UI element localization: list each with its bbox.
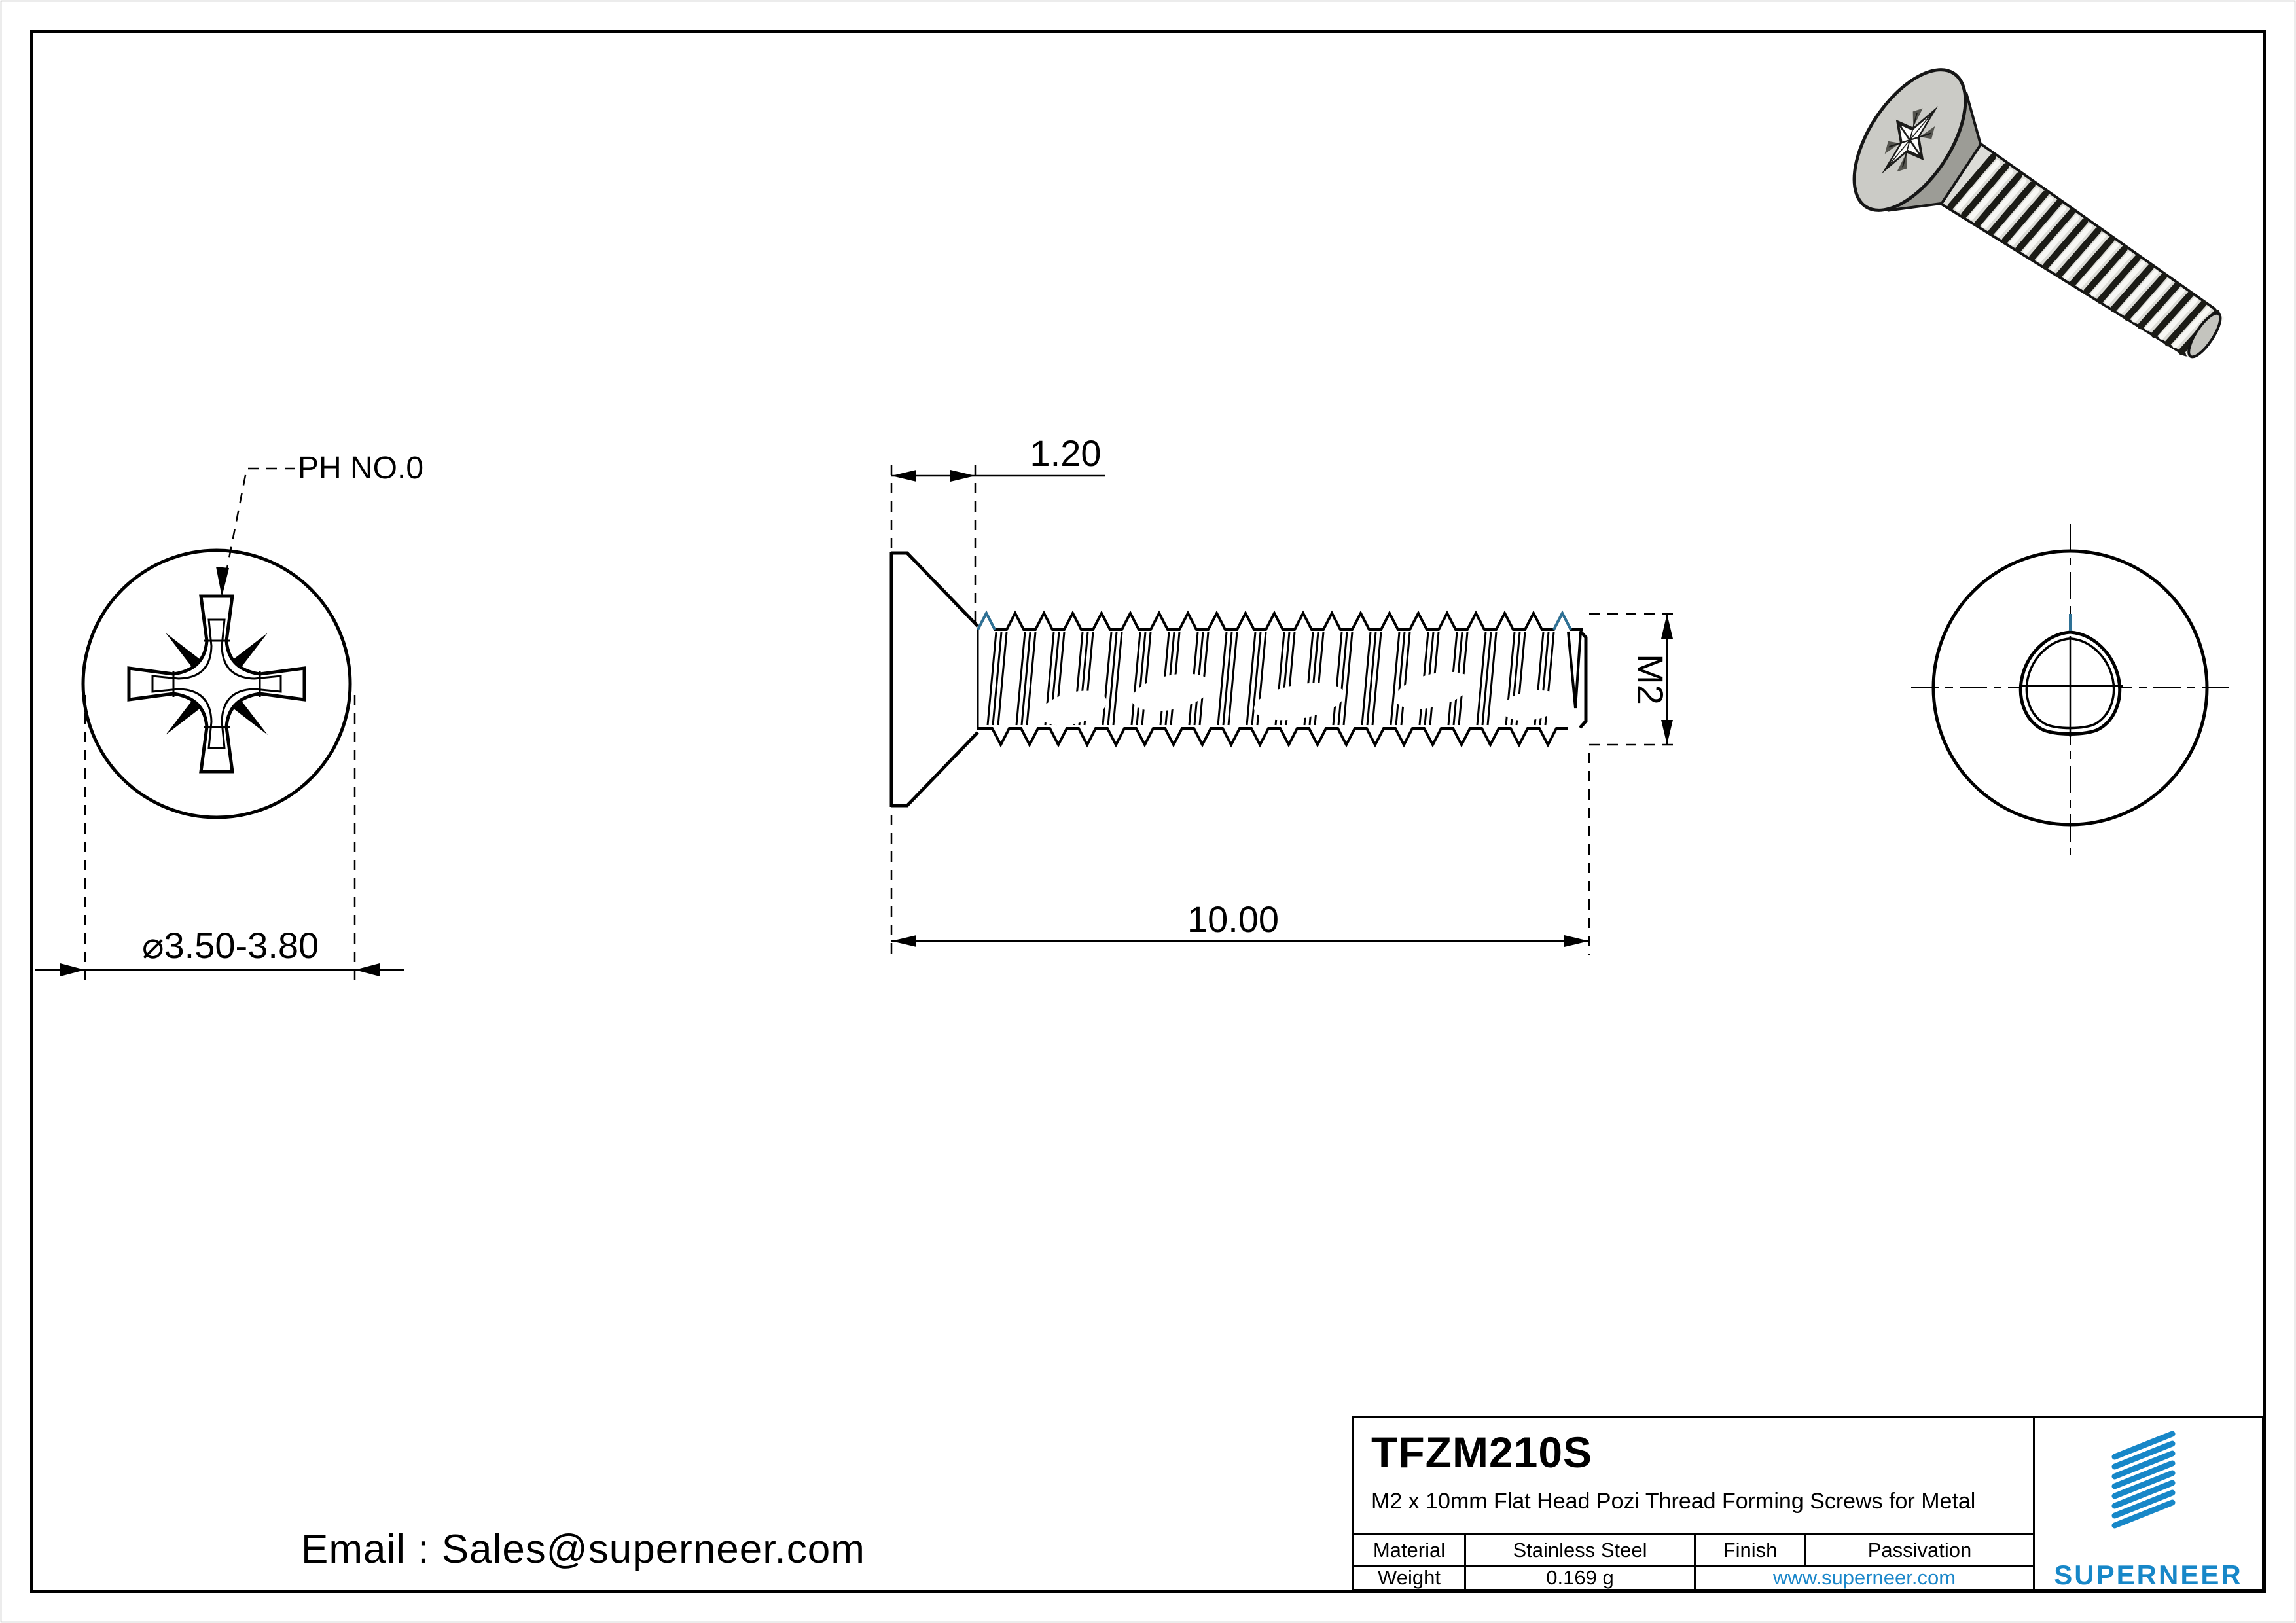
side-view-screw: 1.20 10.00 M2 [889, 433, 1678, 955]
thread-highlight [1040, 671, 1562, 726]
superneer-logo-icon [2111, 1431, 2176, 1529]
brand-name: SUPERNEER [2054, 1560, 2243, 1590]
pozi-recess-3d-icon [1881, 106, 1939, 174]
part-number: TFZM210S [1371, 1428, 1593, 1476]
head-diameter-dimension: ⌀3.50-3.80 [35, 695, 404, 980]
material-value-cell: Stainless Steel [1464, 1535, 1694, 1565]
leader-arrow [216, 567, 229, 597]
table-divider [1354, 1533, 2033, 1535]
thread-flanks [986, 632, 1555, 726]
title-block: TFZM210S M2 x 10mm Flat Head Pozi Thread… [1352, 1416, 2265, 1592]
thread-crest-bottom [978, 727, 1568, 748]
material-label-cell: Material [1372, 1538, 1446, 1561]
contact-email: Email : Sales@superneer.com [301, 1527, 865, 1572]
thread-start-accent [977, 610, 996, 630]
length-text: 10.00 [1187, 899, 1279, 940]
head-outline-circle [81, 548, 352, 819]
drive-label: PH NO.0 [298, 451, 423, 486]
part-description: M2 x 10mm Flat Head Pozi Thread Forming … [1371, 1489, 1976, 1514]
finish-value-cell: Passivation [1804, 1535, 2033, 1565]
website-link[interactable]: www.superneer.com [1694, 1567, 2033, 1589]
finish-label-cell: Finish [1694, 1535, 1804, 1565]
thread-end-accent [1552, 610, 1572, 630]
screw-tip-edge [1579, 630, 1588, 729]
table-divider [1354, 1565, 2033, 1567]
drawing-border [30, 30, 2266, 1593]
head-diameter-text: ⌀3.50-3.80 [142, 925, 319, 966]
screw-3d-render [1852, 68, 2225, 359]
thread-crest-top [977, 610, 1583, 631]
thread-runout [1567, 631, 1582, 709]
logo-column: SUPERNEER [2033, 1418, 2262, 1590]
trilobe-crosshair [2019, 636, 2123, 737]
head-height-text: 1.20 [1030, 433, 1102, 474]
head-profile [889, 551, 979, 808]
weight-value-cell: 0.169 g [1464, 1567, 1694, 1589]
head-height-dimension: 1.20 [890, 433, 1105, 623]
thread-size-dimension: M2 [1589, 613, 1678, 746]
drive-callout: PH NO.0 [216, 451, 423, 597]
length-dimension: 10.00 [890, 753, 1590, 955]
end-view [1911, 524, 2229, 855]
thread-size-text: M2 [1630, 654, 1671, 705]
weight-label-cell: Weight [1378, 1567, 1441, 1589]
thread-ribs-3d [1947, 154, 2225, 357]
front-view-head: PH NO.0 ⌀3.50-3.80 [35, 451, 423, 980]
pozi-recess-icon [127, 594, 306, 774]
